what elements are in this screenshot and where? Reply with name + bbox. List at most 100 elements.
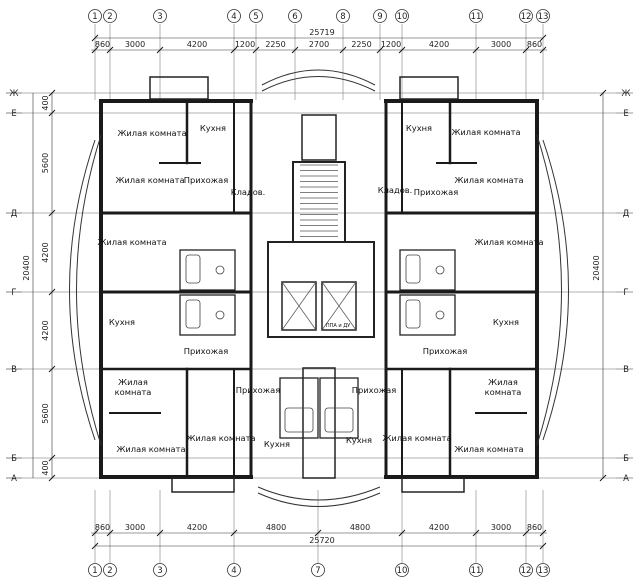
- axis-label-left: А: [11, 474, 17, 484]
- dimension-value: 400: [41, 95, 50, 110]
- room-label: Жилая комната: [186, 433, 255, 443]
- dimension-tick: [376, 46, 384, 54]
- toilet: [215, 265, 225, 275]
- axis-label-left: Г: [11, 288, 16, 298]
- dimension-tick: [398, 529, 406, 537]
- dimension-tick: [48, 288, 56, 296]
- dimension-tick: [539, 46, 547, 54]
- toilet: [435, 265, 445, 275]
- dimension-tick: [472, 529, 480, 537]
- dimension-value: 3000: [491, 40, 511, 49]
- axis-label-right: Ж: [621, 89, 630, 99]
- axis-marker-circle: [373, 9, 387, 23]
- bathroom: [319, 377, 359, 439]
- balcony-top-inner: [261, 76, 376, 92]
- dimension-value: 4200: [41, 320, 50, 340]
- axis-label-left: Д: [11, 209, 18, 219]
- dimension-value: 5600: [41, 153, 50, 173]
- axis-label-top: 12: [521, 12, 532, 22]
- balcony-bottom: [257, 492, 381, 507]
- bathroom: [399, 294, 456, 336]
- central-partition: [302, 367, 336, 479]
- dimension-tick: [48, 474, 56, 482]
- bay-window-right: [536, 134, 562, 446]
- axis-label-bottom: 7: [315, 566, 320, 576]
- room-label: комната: [115, 387, 152, 397]
- axis-label-top: 9: [377, 12, 382, 22]
- axis-marker-circle: [469, 563, 483, 577]
- axis-marker-circle: [469, 9, 483, 23]
- axis-label-right: Г: [623, 288, 628, 298]
- dimension-tick: [522, 529, 530, 537]
- room-label: Жилая комната: [382, 433, 451, 443]
- dimension-value: 860: [95, 523, 110, 532]
- axis-label-top: 13: [538, 12, 549, 22]
- bathroom: [179, 249, 236, 291]
- dimension-value: 4800: [350, 523, 370, 532]
- dimension-value: 2700: [309, 40, 329, 49]
- room-label: Прихожая: [184, 346, 228, 356]
- axis-marker-circle: [88, 9, 102, 23]
- axis-marker-circle: [519, 9, 533, 23]
- dimension-value: 860: [95, 40, 110, 49]
- dimension-value: 2250: [265, 40, 285, 49]
- bathroom: [179, 294, 236, 336]
- room-label: Кладов.: [231, 187, 266, 197]
- axis-marker-circle: [153, 9, 167, 23]
- axis-marker-circle: [395, 563, 409, 577]
- overall-dimension-left-value: 20400: [22, 255, 31, 280]
- dimension-value: 3000: [491, 523, 511, 532]
- balcony: [399, 76, 459, 100]
- axis-marker-circle: [88, 563, 102, 577]
- room-label: Жилая комната: [97, 237, 166, 247]
- dimension-tick: [48, 109, 56, 117]
- bathtub: [324, 407, 354, 433]
- overall-dimension-top: 25719: [309, 28, 334, 37]
- axis-marker-circle: [103, 9, 117, 23]
- dimension-value: 5600: [41, 403, 50, 423]
- dimension-tick: [539, 542, 547, 550]
- axis-label-right: Б: [623, 454, 629, 464]
- overall-dimension-right-value: 20400: [592, 255, 601, 280]
- room-label: Жилая комната: [451, 127, 520, 137]
- dimension-tick: [230, 46, 238, 54]
- room-label: Кухня: [200, 123, 226, 133]
- room-label: Жилая: [118, 377, 148, 387]
- axis-marker-circle: [536, 9, 550, 23]
- lift-cross: [321, 281, 357, 331]
- axis-label-left: В: [11, 365, 17, 375]
- dimension-value: 4200: [187, 523, 207, 532]
- axis-marker-circle: [249, 9, 263, 23]
- axis-marker-circle: [227, 563, 241, 577]
- axis-label-top: 5: [253, 12, 258, 22]
- bay-window-left: [76, 134, 102, 446]
- axis-label-top: 4: [231, 12, 236, 22]
- dimension-tick: [48, 454, 56, 462]
- bathtub: [405, 299, 421, 329]
- dimension-tick: [91, 46, 99, 54]
- axis-marker-circle: [536, 563, 550, 577]
- axis-marker-circle: [103, 563, 117, 577]
- dimension-tick: [106, 529, 114, 537]
- dimension-value: 860: [527, 523, 542, 532]
- axis-label-bottom: 10: [397, 566, 408, 576]
- axis-marker-circle: [227, 9, 241, 23]
- axis-label-top: 3: [157, 12, 162, 22]
- axis-label-right: А: [623, 474, 629, 484]
- dimension-tick: [291, 46, 299, 54]
- room-label: Кухня: [109, 317, 135, 327]
- room-label: Кухня: [264, 439, 290, 449]
- axis-label-bottom: 3: [157, 566, 162, 576]
- bay-window-right-outer: [542, 139, 569, 441]
- room-label: Жилая комната: [117, 128, 186, 138]
- dimension-tick: [48, 365, 56, 373]
- axis-label-top: 2: [107, 12, 112, 22]
- axis-label-right: В: [623, 365, 629, 375]
- bathtub: [284, 407, 314, 433]
- dimension-tick: [398, 46, 406, 54]
- axis-marker-circle: [311, 563, 325, 577]
- dimension-tick: [106, 46, 114, 54]
- balcony-top: [261, 69, 376, 86]
- room-label: комната: [485, 387, 522, 397]
